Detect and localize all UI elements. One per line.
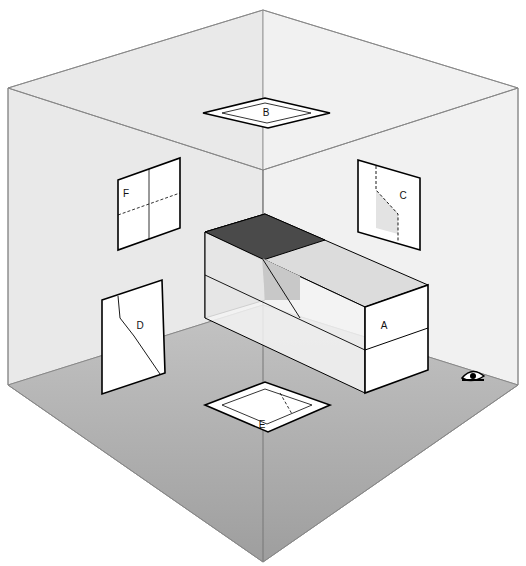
hidden-line bbox=[280, 393, 292, 414]
view-letter: C bbox=[399, 191, 406, 201]
view-edge bbox=[365, 328, 428, 350]
object-cut bbox=[262, 258, 300, 300]
top-view-outline bbox=[222, 103, 311, 123]
right-view-plane bbox=[358, 160, 420, 250]
view-edge bbox=[118, 296, 160, 374]
view-shade bbox=[376, 166, 398, 234]
object-edge bbox=[205, 275, 365, 350]
bottom-view-outline bbox=[222, 389, 312, 424]
view-letter: E bbox=[259, 420, 266, 430]
box-edge bbox=[263, 88, 518, 170]
view-letter: A bbox=[381, 321, 388, 331]
object-front bbox=[205, 232, 365, 393]
box-edge bbox=[518, 88, 519, 385]
view-letter: B bbox=[263, 108, 270, 118]
box-edge bbox=[8, 88, 263, 170]
top-face bbox=[8, 10, 518, 170]
eye-symbol bbox=[462, 371, 484, 380]
view-edge bbox=[149, 169, 150, 239]
view-letter: D bbox=[136, 321, 143, 331]
top-view-plane bbox=[203, 98, 330, 128]
view-letter: F bbox=[123, 189, 129, 199]
hidden-line bbox=[376, 166, 398, 242]
box-edge bbox=[8, 88, 9, 385]
rear-view-plane bbox=[118, 158, 180, 250]
object-edge bbox=[262, 258, 300, 318]
front-view-plane bbox=[365, 285, 428, 393]
left-view-plane bbox=[102, 280, 165, 394]
bottom-view-plane bbox=[205, 382, 330, 432]
